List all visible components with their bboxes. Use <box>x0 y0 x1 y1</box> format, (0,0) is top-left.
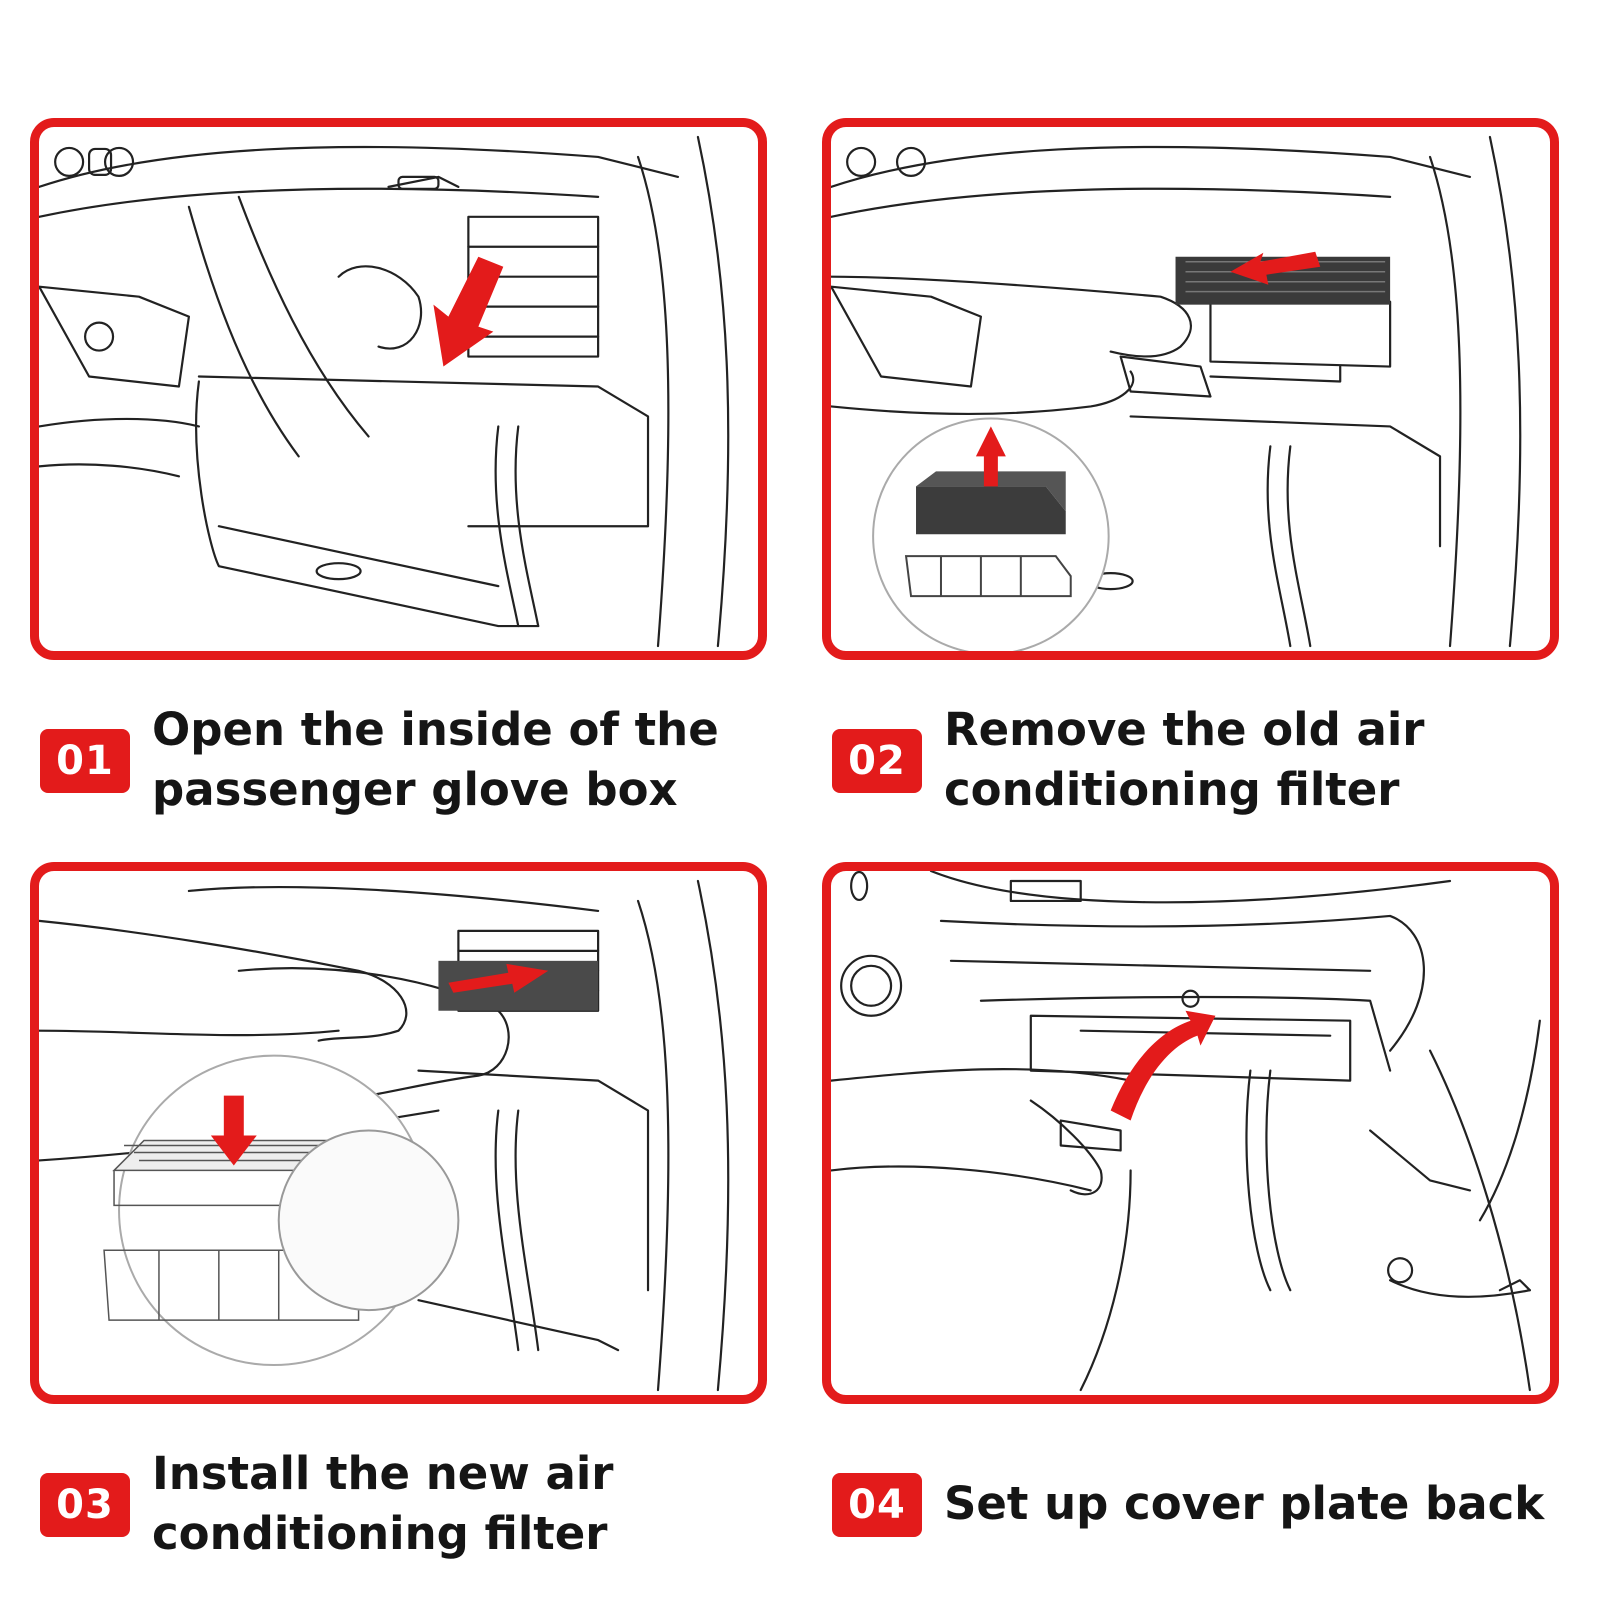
step-1-illustration <box>30 118 767 660</box>
step-3-illustration <box>30 862 767 1404</box>
glove-box-open-illustration <box>39 135 730 648</box>
step-instruction: Remove the old air conditioning filter <box>944 703 1425 816</box>
step-3-caption: 03 Install the new air conditioning filt… <box>40 1447 780 1560</box>
step-instruction: Install the new air conditioning filter <box>152 1447 614 1560</box>
step-number-badge: 04 <box>832 1473 922 1537</box>
step-instruction: Open the inside of the passenger glove b… <box>152 703 719 816</box>
step-number-badge: 01 <box>40 729 130 793</box>
step-instruction: Set up cover plate back <box>944 1477 1545 1530</box>
step-number-badge: 02 <box>832 729 922 793</box>
step-4-caption: 04 Set up cover plate back <box>832 1449 1572 1559</box>
install-filter-illustration <box>39 879 730 1392</box>
step-number-badge: 03 <box>40 1473 130 1537</box>
cover-plate-illustration <box>831 871 1541 1392</box>
step-1-caption: 01 Open the inside of the passenger glov… <box>40 703 780 816</box>
step-4-illustration <box>822 862 1559 1404</box>
step-2-illustration <box>822 118 1559 660</box>
remove-filter-illustration <box>831 135 1522 651</box>
step-2-caption: 02 Remove the old air conditioning filte… <box>832 703 1572 816</box>
